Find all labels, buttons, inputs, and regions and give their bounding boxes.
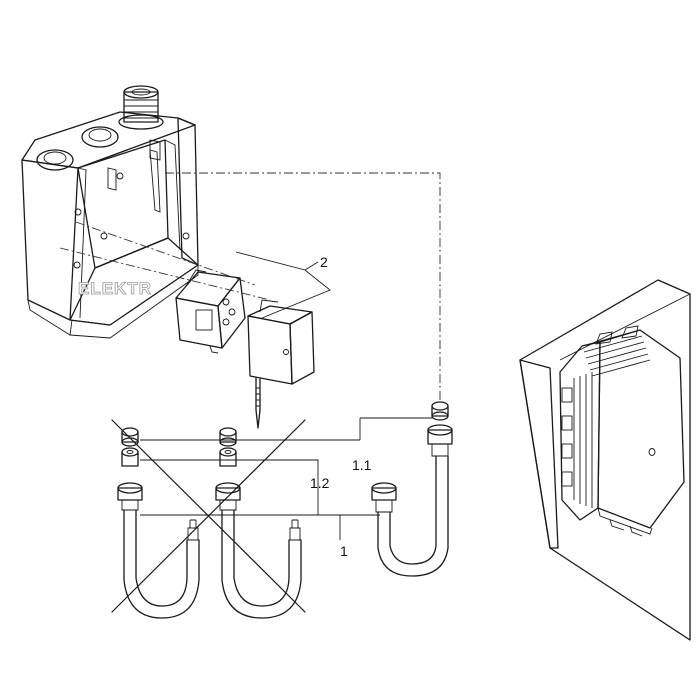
hose-right [215,482,302,619]
hose-left [117,482,200,619]
part-leaders [140,417,432,540]
power-supply-unit [247,299,315,429]
label-part-1: 1 [340,543,348,559]
part-2-leader [235,251,331,319]
watermark-logo: ELEKTR [78,279,152,298]
label-part-1-2: 1.2 [310,475,330,491]
mounting-box [21,85,199,339]
crossed-hose-set [111,419,306,619]
hose-single [371,401,453,577]
sleeve-right [219,447,237,467]
electronic-module [175,269,246,354]
sleeve-left [121,447,139,467]
cover-plate-assembly [519,279,691,641]
cross-out-mark [111,419,306,613]
fitting-nut-single [431,401,449,421]
label-part-2: 2 [320,254,328,270]
label-part-1-1: 1.1 [352,457,372,473]
fitting-nut-right [219,427,237,447]
assembly-guide-lines [59,172,441,400]
